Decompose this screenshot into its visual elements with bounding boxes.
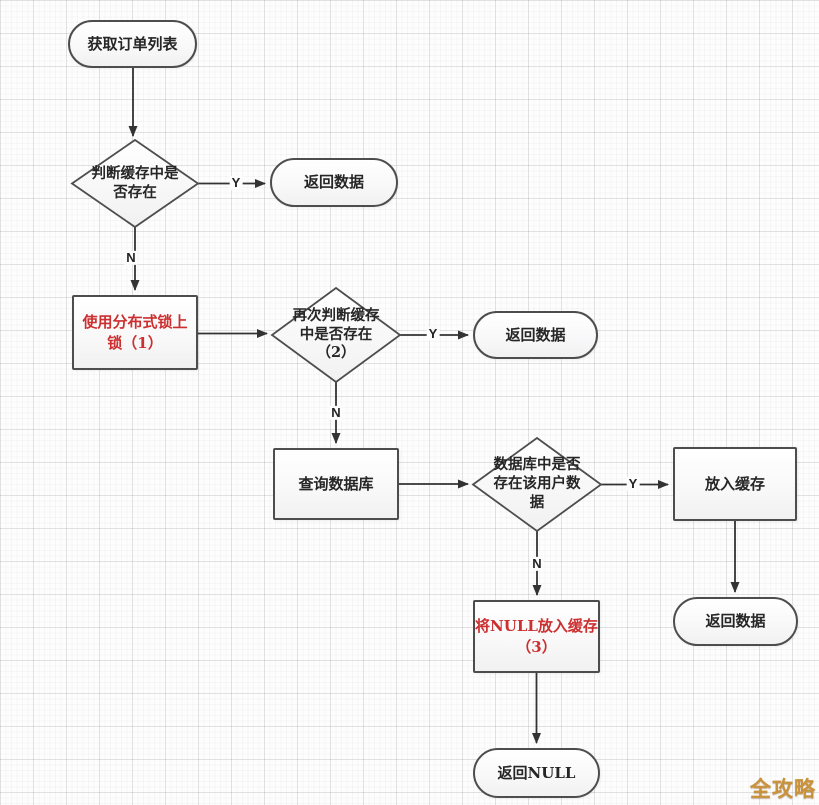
edge-label-recheck-no: N [329, 404, 343, 421]
decision-check-cache-shape [70, 138, 200, 229]
node-put-cache: 放入缓存 [673, 447, 797, 521]
node-return-data-3: 返回数据 [673, 597, 798, 646]
node-start: 获取订单列表 [68, 20, 197, 68]
watermark-text: 全攻略 [750, 778, 816, 801]
edge-label-db-no: N [530, 555, 544, 572]
decision-check-db-shape [471, 436, 603, 533]
edge-label-cache-yes: Y [229, 174, 243, 191]
node-return-data-2: 返回数据 [473, 311, 598, 359]
node-lock: 使用分布式锁上 锁（1） [72, 295, 198, 370]
decision-check-cache-again-shape [270, 286, 402, 384]
node-return-null: 返回NULL [473, 748, 600, 798]
edge-label-recheck-yes: Y [426, 325, 440, 342]
edge-label-cache-no: N [124, 249, 138, 266]
node-put-null-cache: 将NULL放入缓存 （3） [473, 600, 600, 673]
edge-label-db-yes: Y [626, 475, 640, 492]
node-return-data-1: 返回数据 [270, 158, 398, 207]
node-query-db: 查询数据库 [273, 448, 399, 520]
